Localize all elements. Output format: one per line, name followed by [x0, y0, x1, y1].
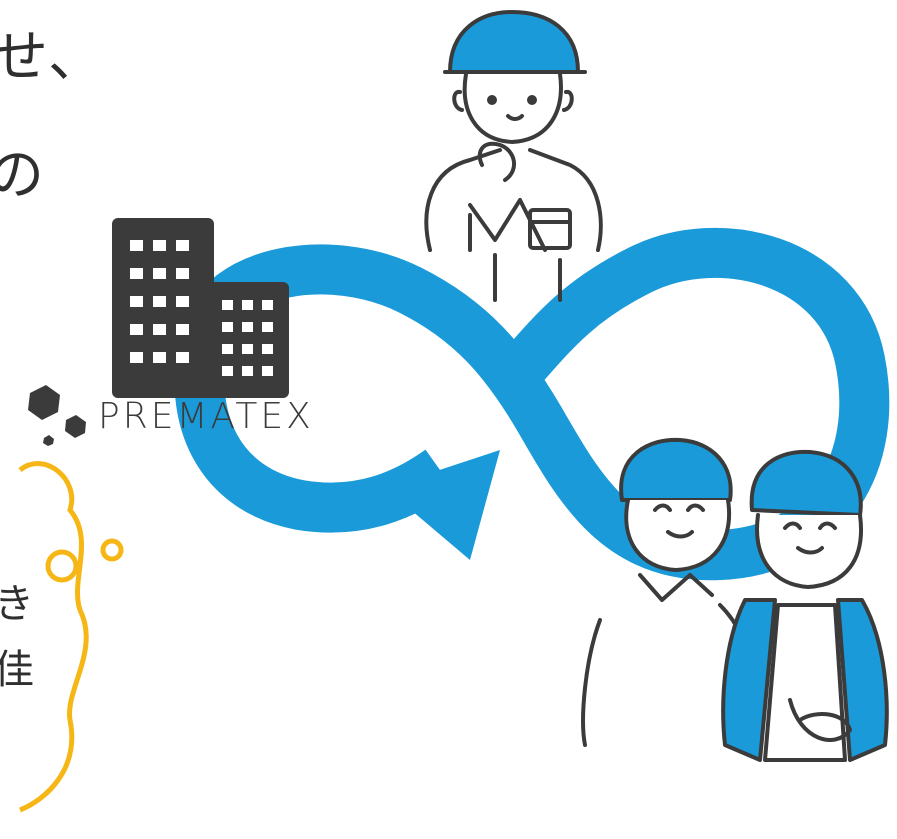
arrow-head [385, 450, 500, 560]
bubble-text-line-2: 佳 [0, 647, 34, 693]
prematex-wordmark: PREMATEX [98, 396, 314, 437]
headline-line-2: の [0, 143, 44, 208]
building-icon [112, 218, 289, 398]
prematex-logo-mark [28, 385, 86, 446]
headline-line-1: せ、 [0, 25, 104, 90]
worker-with-helmet [424, 10, 603, 302]
thought-bubble [18, 461, 124, 813]
elderly-couple [581, 437, 889, 762]
bubble-text-line-1: き [0, 581, 34, 627]
